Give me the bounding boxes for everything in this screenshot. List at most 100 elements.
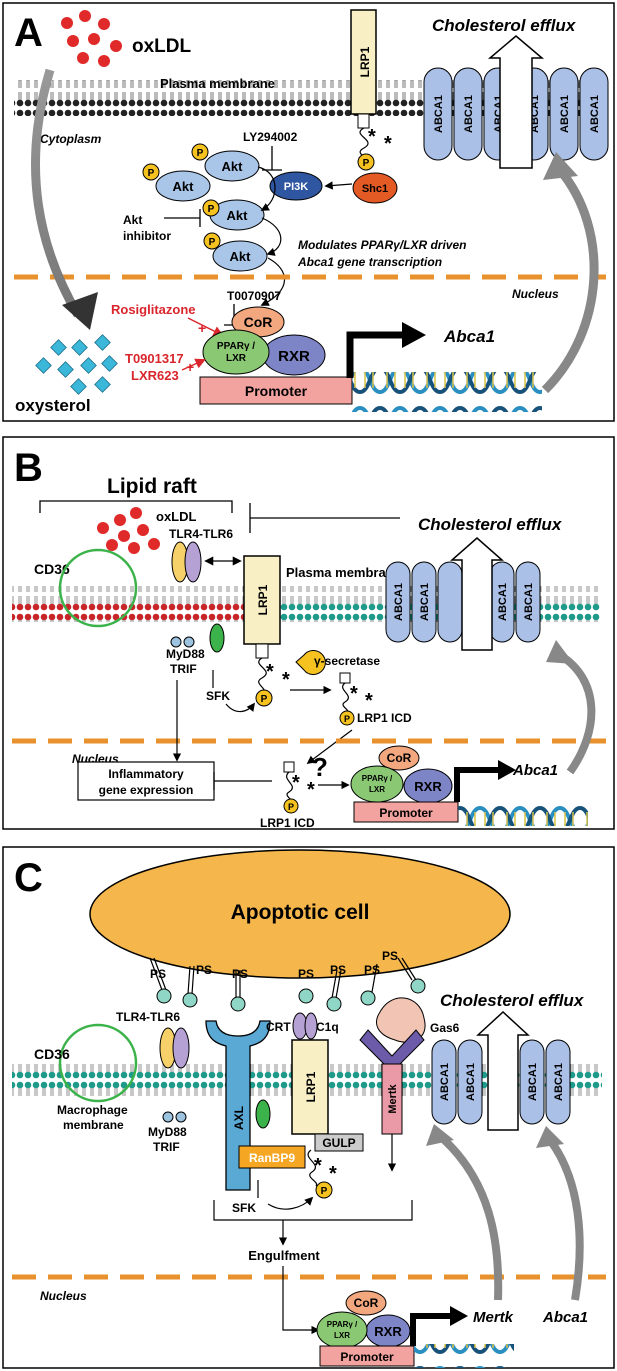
lrp1-tail-b — [255, 643, 269, 659]
lrp1-icd-released — [339, 672, 351, 684]
trif-label-b: TRIF — [170, 662, 197, 676]
abca1-upregulation-arrowhead-c — [536, 1126, 564, 1148]
svg-text:ABCA1: ABCA1 — [559, 95, 571, 133]
asterisk: * — [384, 133, 392, 155]
lrp1-label: LRP1 — [358, 46, 372, 77]
svg-text:P: P — [148, 168, 155, 179]
lrp1-c — [291, 1039, 329, 1135]
crt-label: CRT — [266, 1020, 291, 1034]
rosiglitazone-label: Rosiglitazone — [111, 302, 196, 317]
asterisk: * — [307, 779, 315, 801]
phospho-p-label-c: P — [321, 1186, 328, 1197]
oxysterol-arrowhead — [62, 292, 98, 330]
asterisk: * — [368, 126, 376, 148]
oxysterol-particles — [35, 334, 118, 395]
transcription-arrow-c — [410, 1313, 452, 1346]
cor-label-c: CoR — [354, 1296, 379, 1310]
axl-receptor — [205, 1020, 271, 1191]
myd88-label-c: MyD88 — [148, 1125, 187, 1139]
cd36-c — [58, 1023, 138, 1103]
trif-label-c: TRIF — [153, 1140, 180, 1154]
svg-text:ABCA1: ABCA1 — [463, 95, 475, 133]
nucleus-label: Nucleus — [512, 287, 559, 301]
apoptotic-cell-label: Apoptotic cell — [231, 901, 370, 924]
lxr623-label: LXR623 — [131, 368, 179, 383]
ppar-lxr — [202, 329, 270, 375]
engulfment-bracket — [213, 1200, 413, 1221]
membrane-label-c: membrane — [63, 1118, 124, 1132]
ppar-label-b: PPARγ / — [362, 774, 393, 783]
svg-text:ABCA1: ABCA1 — [433, 95, 445, 133]
svg-text:Akt: Akt — [227, 208, 249, 223]
cd36 — [58, 548, 138, 628]
lrp1-tail-c — [307, 1149, 318, 1187]
akt-inhibitor-label: Akt — [123, 213, 142, 227]
ly294002-label: LY294002 — [243, 130, 298, 144]
rxr-label-c: RXR — [374, 1324, 402, 1339]
oxysterol-label: oxysterol — [15, 396, 91, 415]
svg-text:ABCA1: ABCA1 — [589, 95, 601, 133]
ppar-lxr-c — [316, 1311, 368, 1349]
t0070907-label: T0070907 — [227, 289, 281, 303]
abca1-upregulation-arrowhead — [543, 152, 578, 180]
lrp1-label-c: LRP1 — [304, 1071, 318, 1102]
cholesterol-efflux-label: Cholesterol efflux — [432, 16, 577, 35]
trif-c — [175, 1111, 187, 1123]
gulp-label: GULP — [322, 1136, 355, 1150]
asterisk: * — [266, 661, 274, 683]
efflux-arrow-c — [476, 1010, 530, 1131]
modulates-line-1: Modulates PPARγ/LXR driven — [298, 238, 466, 252]
rosiglitazone-arrow — [187, 317, 224, 336]
transcription-arrowhead-b — [498, 760, 516, 780]
t0901317-label: T0901317 — [125, 351, 184, 366]
myd88-b — [170, 636, 182, 648]
tlr-label-b: TLR4-TLR6 — [169, 527, 233, 541]
abca1-upregulation-arrow — [541, 167, 599, 394]
icd-to-nucleus-arrow — [306, 729, 353, 765]
nucleus-label-c: Nucleus — [40, 1289, 87, 1303]
cytoplasm-label: Cytoplasm — [40, 132, 102, 146]
phospho-p-c — [315, 1181, 333, 1199]
svg-text:ABCA1: ABCA1 — [553, 1063, 565, 1101]
modulates-line-2: Abca1 gene transcription — [297, 255, 442, 269]
lrp1-label-b: LRP1 — [256, 584, 270, 615]
lrp1-icd-tail-released — [342, 682, 349, 715]
mertk-upregulation-arrowhead — [426, 1124, 454, 1146]
transcription-arrow-b — [454, 767, 500, 802]
transcription-arrowhead — [402, 322, 426, 348]
axl-label: AXL — [232, 1106, 246, 1130]
abca1-upregulation-arrow-c — [546, 1137, 584, 1301]
lxr-label: LXR — [226, 353, 247, 364]
abca1-gene-label-b: Abca1 — [512, 762, 558, 779]
oxldl-label-b: oxLDL — [156, 509, 197, 524]
asterisk: * — [329, 1163, 337, 1185]
asterisk: * — [365, 690, 373, 712]
svg-text:PS: PS — [330, 963, 346, 977]
phospho-p-b — [255, 689, 273, 707]
asterisk: * — [314, 1155, 322, 1177]
tlr6 — [184, 541, 202, 583]
lrp1-icd-tail-b — [258, 657, 267, 695]
asterisk: * — [292, 772, 300, 794]
svg-text:PS: PS — [382, 949, 398, 963]
svg-text:ABCA1: ABCA1 — [527, 1063, 539, 1101]
lxr-agonist-arrow — [181, 358, 206, 371]
phospho-p-nuclear — [283, 798, 299, 814]
svg-text:ABCA1: ABCA1 — [465, 1063, 477, 1101]
lxr-label-c: LXR — [334, 1331, 350, 1340]
svg-text:ABCA1: ABCA1 — [393, 583, 405, 621]
cor-label: CoR — [244, 314, 273, 330]
plasma-membrane-label: Plasma membrane — [160, 76, 275, 91]
phospho-p-label-released: P — [344, 714, 350, 724]
asterisk: * — [350, 683, 358, 705]
svg-text:Akt: Akt — [173, 179, 195, 194]
myd88-label-b: MyD88 — [166, 647, 205, 661]
lrp1-icd-nuclear — [283, 761, 295, 773]
apoptotic-cell — [89, 849, 511, 979]
oxldl-to-oxysterol-arrow — [31, 68, 82, 318]
svg-text:PS: PS — [232, 967, 248, 981]
svg-text:ABCA1: ABCA1 — [523, 583, 535, 621]
rxr-label-b: RXR — [414, 779, 442, 794]
engulfment-label: Engulfment — [248, 1248, 320, 1263]
oxldl-label: oxLDL — [132, 36, 192, 57]
